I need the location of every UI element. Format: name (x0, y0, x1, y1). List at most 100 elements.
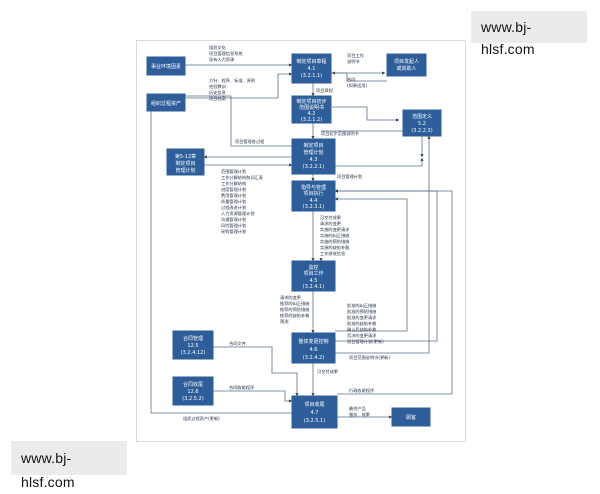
label-subplan-1: 范围管理计划 (221, 168, 246, 175)
node-contract-admin-text-2: 12.5 (187, 343, 198, 349)
label-env-2: 项目管理信息系统 (209, 50, 243, 57)
label-charter-out: 项目章程 (316, 87, 334, 94)
node-change-text-2: 4.6 (310, 347, 318, 353)
label-subplan-4: 进度管理计划 (221, 186, 246, 193)
node-sponsor: 项目发起人 或资助人 (386, 53, 427, 77)
node-plan-text-3: 4.3 (310, 157, 318, 163)
node-chapters-text-3: 管理计划 (175, 167, 195, 174)
label-monitor-3: 推荐的预防措施 (280, 306, 310, 313)
node-plan-text-1: 制定项目 (303, 142, 323, 149)
node-org-assets: 组织过程资产 (146, 93, 186, 112)
label-change-3: 批准的变更请求 (347, 314, 377, 321)
label-subplan-8: 人力资源管理计划 (221, 210, 255, 217)
node-plan-text-4: (3.2.2.1) (303, 164, 324, 170)
label-contract-2: (如果适用) (347, 82, 367, 89)
label-plan-out: 项目管理计划 (337, 173, 362, 180)
label-env-3: 现有人力资源 (209, 56, 235, 63)
label-sow-1: 项目工作 (347, 52, 365, 59)
node-monitor-text-3: 4.5 (310, 278, 318, 284)
node-contract-close-text-1: 合同收尾 (183, 381, 203, 388)
label-env-1: 组织文化 (209, 44, 227, 51)
node-monitor-text-2: 项目工作 (303, 270, 323, 277)
label-assets-update: 组织过程资产(更新) (183, 415, 220, 422)
node-contract-admin-text-1: 合同管理 (183, 335, 203, 342)
label-monitor-1: 请求的变更 (280, 294, 302, 301)
label-subplan-10: 风险管理计划 (221, 222, 246, 229)
label-exec-7: 工作绩效信息 (320, 250, 345, 257)
label-exec-6: 实施的缺陷补救 (320, 244, 350, 251)
node-monitor: 监控 项目工作 4.5 (3.2.4.1) (291, 260, 336, 292)
label-change-1: 批准的纠正措施 (347, 302, 377, 309)
node-close: 项目收尾 4.7 (3.2.5.1) (291, 395, 338, 429)
node-sponsor-text-1: 项目发起人 (394, 58, 419, 65)
node-contract-admin-text-3: (3.2.4.12) (181, 350, 206, 356)
label-subplan-2: 工作分解结构和词汇表 (221, 174, 264, 181)
label-exec-3: 实施的变更请求 (320, 226, 350, 233)
node-direct-text-2: 项目执行 (303, 190, 323, 197)
label-final-product-2: 服务、成果 (349, 411, 371, 418)
label-change-4: 批准的缺陷补救 (347, 320, 377, 327)
label-env2-1: 方针、程序、标准、原则 (209, 77, 255, 84)
label-sow-2: 说明书 (347, 58, 360, 65)
node-change-text-3: (3.2.4.2) (303, 355, 324, 361)
label-assets-process: 项目管理各过程 (235, 138, 265, 145)
node-close-text-2: 4.7 (311, 410, 319, 416)
label-monitor-4: 推荐的缺陷补救 (280, 312, 310, 319)
label-admin-close-proc: 行政收尾程序 (349, 387, 374, 394)
label-change-2: 批准的预防措施 (347, 308, 377, 315)
node-plan-text-2: 管理计划 (303, 149, 323, 156)
node-prelim-scope-text-2: 范围说明书 (299, 104, 324, 111)
node-contract-close: 合同收尾 12.6 (3.2.5.2) (172, 376, 214, 406)
label-exec-1: 可交付成果 (320, 214, 342, 221)
node-charter: 制定项目章程 4.1 (3.2.1.1) (291, 53, 332, 84)
label-contract-docs: 合同文件 (229, 340, 246, 347)
node-scope-def-text-2: 5.2 (418, 121, 426, 127)
edge-labels: 组织文化 项目管理信息系统 现有人力资源 方针、程序、标准、原则 经验教训 历史… (183, 44, 390, 422)
watermark-top: www.bj-hlsf.com (471, 11, 587, 57)
node-charter-text-3: (3.2.1.1) (301, 73, 322, 79)
node-prelim-scope-text-4: (3.2.1.2) (301, 117, 322, 123)
node-customer-text: 顾客 (406, 414, 416, 421)
label-subplan-9: 沟通管理计划 (221, 216, 246, 223)
label-subplan-5: 费用管理计划 (221, 192, 246, 199)
label-subplan-7: 过程改进计划 (221, 204, 246, 211)
node-contract-close-text-2: 12.6 (187, 389, 198, 395)
label-scope-update: 项目范围说明书(更新) (349, 354, 390, 361)
node-direct: 指导与管理 项目执行 4.4 (3.2.3.1) (291, 180, 336, 212)
label-subplan-11: 采购管理计划 (221, 228, 246, 235)
node-charter-text-2: 4.1 (308, 66, 316, 72)
label-monitor-2: 推荐的纠正措施 (280, 300, 310, 307)
node-close-text-3: (3.2.5.1) (304, 418, 325, 424)
label-subplan-3: 工作分解结构 (221, 180, 246, 187)
node-scope-def: 范围定义 5.2 (3.2.2.3) (402, 109, 442, 137)
node-env-text: 事业环境因素 (151, 63, 181, 70)
node-chapters: 第5-12章 制定项目 管理计划 (166, 148, 205, 176)
label-change-6: 否决的变更请求 (347, 332, 377, 339)
node-plan: 制定项目 管理计划 4.3 (3.2.2.1) (291, 138, 336, 175)
node-change: 整体变更控制 4.6 (3.2.4.2) (291, 332, 336, 364)
node-monitor-text-1: 监控 (308, 264, 318, 271)
node-org-assets-text: 组织过程资产 (151, 100, 181, 107)
label-monitor-5: 预测 (280, 318, 288, 325)
label-env2-3: 历史信息 (209, 89, 226, 96)
node-change-text-1: 整体变更控制 (298, 338, 328, 345)
label-contract-close-proc: 合同收尾程序 (229, 384, 254, 391)
node-sponsor-text-2: 或资助人 (396, 65, 416, 72)
node-direct-text-1: 指导与管理 (301, 184, 326, 191)
node-contract-admin: 合同管理 12.5 (3.2.4.12) (172, 330, 214, 360)
node-customer: 顾客 (391, 407, 431, 427)
node-contract-close-text-3: (3.2.5.2) (182, 396, 203, 402)
label-exec-2: 请求的变更 (320, 220, 342, 227)
node-prelim-scope-text-1: 制定项目初步 (296, 98, 326, 105)
node-monitor-text-4: (3.2.4.1) (303, 284, 324, 290)
label-subplan-6: 质量管理计划 (221, 198, 246, 205)
process-flowchart: 事业环境因素 组织过程资产 制定项目章程 4.1 (3.2.1.1) 项目发起人… (136, 40, 466, 442)
node-direct-text-4: (3.2.3.1) (303, 204, 324, 210)
label-prelim-out: 项目初步范围说明书 (321, 130, 359, 137)
label-final-product-1: 最终产品 (349, 405, 366, 412)
node-close-text-1: 项目收尾 (304, 401, 324, 408)
node-chapters-text-2: 制定项目 (175, 160, 195, 167)
label-change-5: 确认后缺陷补救 (347, 326, 377, 333)
label-deliverables: 可交付成果 (317, 368, 339, 375)
node-chapters-text-1: 第5-12章 (175, 153, 196, 160)
